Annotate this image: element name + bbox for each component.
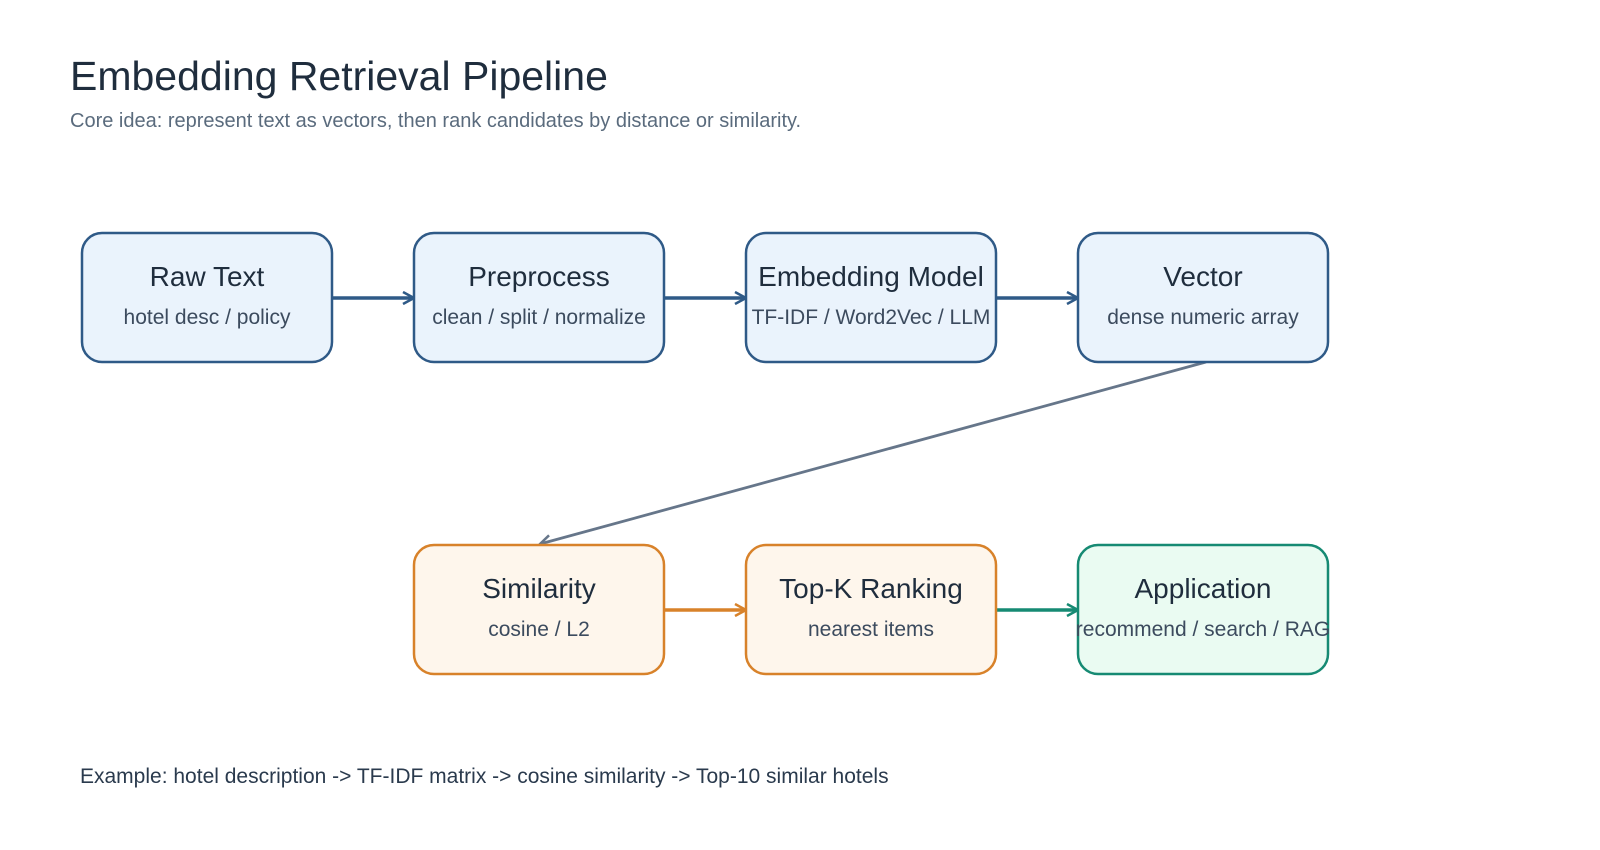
node-top-k-ranking: Top-K Ranking nearest items xyxy=(744,543,998,676)
node-title: Top-K Ranking xyxy=(779,573,963,604)
edges xyxy=(332,298,1207,610)
node-vector: Vector dense numeric array xyxy=(1076,231,1330,364)
page-title: Embedding Retrieval Pipeline xyxy=(70,53,608,99)
node-subtitle: hotel desc / policy xyxy=(124,306,291,329)
page-subtitle: Core idea: represent text as vectors, th… xyxy=(70,110,802,132)
node-title: Similarity xyxy=(482,573,596,604)
node-similarity: Similarity cosine / L2 xyxy=(412,543,666,676)
node-preprocess: Preprocess clean / split / normalize xyxy=(412,231,666,364)
node-subtitle: cosine / L2 xyxy=(488,618,590,641)
node-subtitle: recommend / search / RAG xyxy=(1076,618,1330,641)
node-title: Vector xyxy=(1163,261,1242,292)
node-title: Embedding Model xyxy=(758,261,984,292)
node-title: Preprocess xyxy=(468,261,610,292)
node-title: Raw Text xyxy=(150,261,265,292)
node-subtitle: TF-IDF / Word2Vec / LLM xyxy=(752,306,991,329)
edge-vector-to-similarity xyxy=(540,360,1207,544)
node-title: Application xyxy=(1135,573,1272,604)
node-application: Application recommend / search / RAG xyxy=(1076,543,1330,676)
node-embedding-model: Embedding Model TF-IDF / Word2Vec / LLM xyxy=(744,231,998,364)
node-subtitle: dense numeric array xyxy=(1107,306,1299,329)
node-raw-text: Raw Text hotel desc / policy xyxy=(80,231,334,364)
node-subtitle: nearest items xyxy=(808,618,934,641)
node-subtitle: clean / split / normalize xyxy=(432,306,646,329)
example-caption: Example: hotel description -> TF-IDF mat… xyxy=(80,765,889,788)
